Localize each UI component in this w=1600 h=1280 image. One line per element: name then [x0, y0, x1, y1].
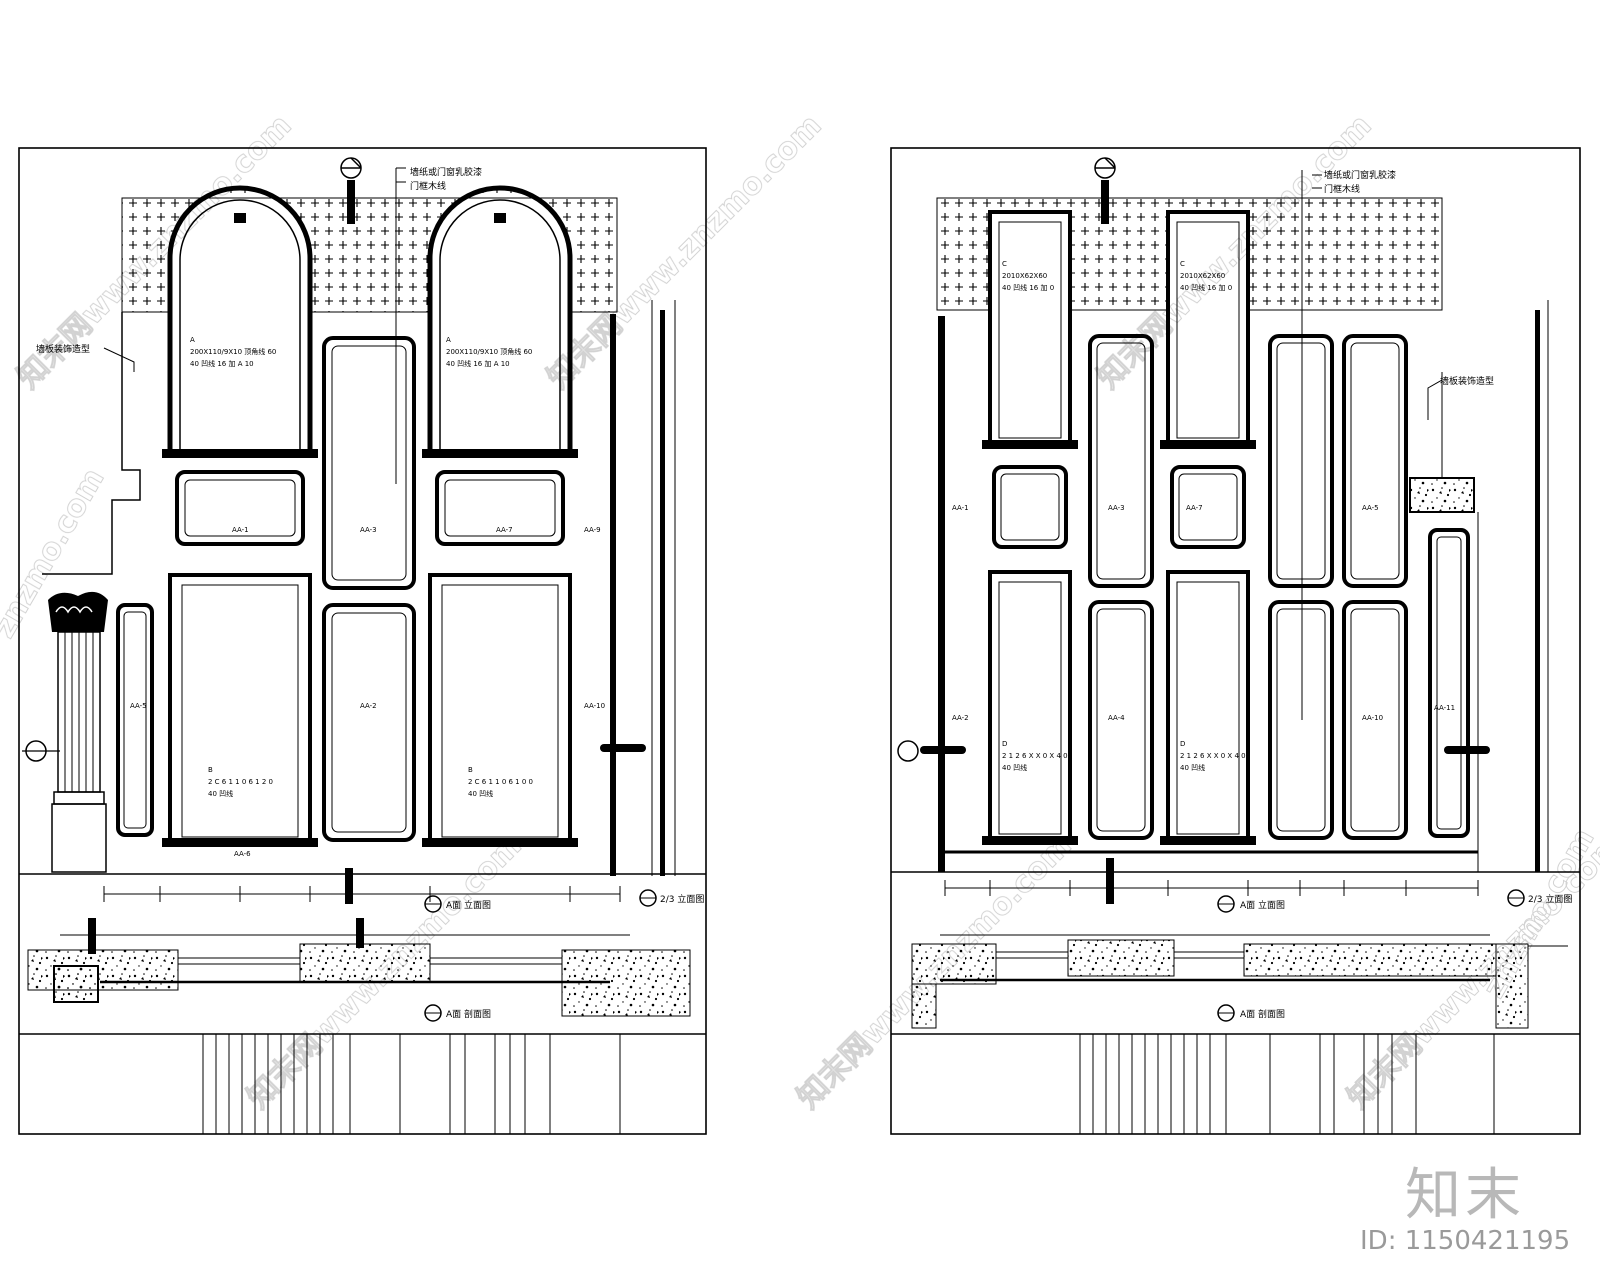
sheet-2-door-1-note-2: 40 凹线 [1002, 763, 1027, 772]
sheet-1-door-1-code: B [208, 766, 213, 774]
sheet-1-door-1 [168, 573, 312, 845]
sheet-1-plan-section [27, 918, 691, 1022]
sheet-1-callout-1: 墙纸或门窗乳胶漆 [410, 166, 482, 178]
sheet-1-side-title: 2/3 立面图 [660, 893, 704, 905]
sheet-1-door-2-code: B [468, 766, 473, 774]
sheet-2-elevation-title: A面 立面图 [1240, 899, 1285, 911]
sheet-1-code-aa2: AA-2 [360, 702, 377, 710]
sheet-1-code-aa7: AA-7 [496, 526, 513, 534]
sheet-2: 墙纸或门窗乳胶漆 门框木线 墙板装饰造型 C 2010X62X60 40 凹线 … [890, 147, 1581, 1135]
watermark-5: 知末网www.znzmo.com [791, 828, 1079, 1116]
sheet-1-arch-2-note-2: 40 凹线 16 加 A 10 [446, 359, 510, 368]
sheet-1-panel-aa3 [322, 336, 416, 590]
sheet-2-window-2-note-1: 2010X62X60 [1180, 272, 1225, 280]
sheet-2-door-2-code: D [1180, 740, 1185, 748]
sheet-1-code-aa9: AA-9 [584, 526, 601, 534]
sheet-1-arch-window-1 [162, 185, 318, 458]
sheet-1-code-aa3: AA-3 [360, 526, 377, 534]
sheet-2-section-title: A面 剖面图 [1240, 1008, 1285, 1020]
sheet-2-window-2 [1166, 210, 1250, 446]
sheet-2-code-aa1: AA-1 [952, 504, 969, 512]
sheet-2-door-1-note-1: 2 1 2 6 X X 0 X 4 0 [1002, 752, 1068, 760]
brand-id: ID: 1150421195 [1360, 1226, 1571, 1256]
sheet-1-panel-aa5 [116, 603, 154, 837]
sheet-1-panel-aa7 [435, 470, 565, 546]
sheet-1-column [22, 312, 141, 873]
sheet-1-panel-aa1 [175, 470, 305, 546]
watermark-4: 知末网www.znzmo.com [241, 828, 529, 1116]
sheet-1-side-note: 墙板装饰造型 [36, 343, 90, 355]
sheet-2-callout-2: 门框木线 [1324, 183, 1360, 195]
sheet-2-title-block [891, 1033, 1580, 1134]
sheet-2-code-aa11: AA-11 [1434, 704, 1455, 712]
sheet-1-code-aa10: AA-10 [584, 702, 605, 710]
sheet-1-door-2-note-1: 2 C 6 1 1 0 6 1 0 0 [468, 778, 533, 786]
sheet-1-door-1-note-2: 40 凹线 [208, 789, 233, 798]
sheet-1-door-1-note-1: 2 C 6 1 1 0 6 1 2 0 [208, 778, 273, 786]
sheet-1-arch-window-2 [422, 185, 578, 458]
sheet-1-arch-1-note-1: 200X110/9X10 顶角线 60 [190, 347, 276, 356]
sheet-2-callout-1: 墙纸或门窗乳胶漆 [1324, 169, 1396, 181]
sheet-2-window-1-note-1: 2010X62X60 [1002, 272, 1047, 280]
sheet-1-title-block [19, 1033, 706, 1134]
sheet-1-section-title: A面 剖面图 [446, 1008, 491, 1020]
sheet-2-code-aa10: AA-10 [1362, 714, 1383, 722]
sheet-1-arch-2-note-1: 200X110/9X10 顶角线 60 [446, 347, 532, 356]
brand-logo: 知末 [1405, 1163, 1525, 1228]
sheet-2-window-1-code: C [1002, 260, 1007, 268]
sheet-2-code-aa7: AA-7 [1186, 504, 1203, 512]
sheet-2-side-note: 墙板装饰造型 [1440, 375, 1494, 387]
sheet-2-window-1 [988, 210, 1072, 446]
sheet-2-window-2-note-2: 40 凹线 16 加 0 [1180, 283, 1232, 292]
sheet-2-code-aa5: AA-5 [1362, 504, 1379, 512]
sheet-2-tall-panels [1088, 334, 1470, 840]
sheet-2-code-aa4: AA-4 [1108, 714, 1125, 722]
sheet-1-panel-aa2 [322, 603, 416, 842]
sheet-2-door-1 [988, 570, 1072, 842]
sheet-2-panel-aa7 [1170, 465, 1246, 549]
sheet-1-elevation-title: A面 立面图 [446, 899, 491, 911]
sheet-1: 墙纸或门窗乳胶漆 门框木线 墙板装饰造型 A 200X110/9X10 顶角线 … [18, 147, 707, 1135]
sheet-2-frame [890, 147, 1581, 1135]
sheet-1-code-aa1: AA-1 [232, 526, 249, 534]
sheet-2-window-2-code: C [1180, 260, 1185, 268]
sheet-2-panel-aa1 [992, 465, 1068, 549]
sheet-2-section-marker [1094, 157, 1116, 224]
sheet-2-code-aa2: AA-2 [952, 714, 969, 722]
sheet-1-door-2-note-2: 40 凹线 [468, 789, 493, 798]
sheet-1-code-aa6: AA-6 [234, 850, 251, 858]
sheet-2-side-title: 2/3 立面图 [1528, 893, 1572, 905]
sheet-1-section-marker [340, 157, 362, 224]
sheet-2-plan-section [911, 934, 1568, 1029]
sheet-2-code-aa3: AA-3 [1108, 504, 1125, 512]
sheet-1-arch-2-code: A [446, 336, 451, 344]
sheet-2-door-2-note-2: 40 凹线 [1180, 763, 1205, 772]
sheet-1-frame [18, 147, 707, 1135]
sheet-1-arch-1-code: A [190, 336, 195, 344]
sheet-1-door-2 [428, 573, 572, 845]
sheet-2-window-1-note-2: 40 凹线 16 加 0 [1002, 283, 1054, 292]
sheet-1-code-aa5: AA-5 [130, 702, 147, 710]
sheet-2-door-2 [1166, 570, 1250, 842]
sheet-1-arch-1-note-2: 40 凹线 16 加 A 10 [190, 359, 254, 368]
sheet-2-door-1-code: D [1002, 740, 1007, 748]
sheet-1-callout-2: 门框木线 [410, 180, 446, 192]
sheet-2-stone-block [1409, 477, 1475, 513]
sheet-2-door-2-note-1: 2 1 2 6 X X 0 X 4 0 [1180, 752, 1246, 760]
